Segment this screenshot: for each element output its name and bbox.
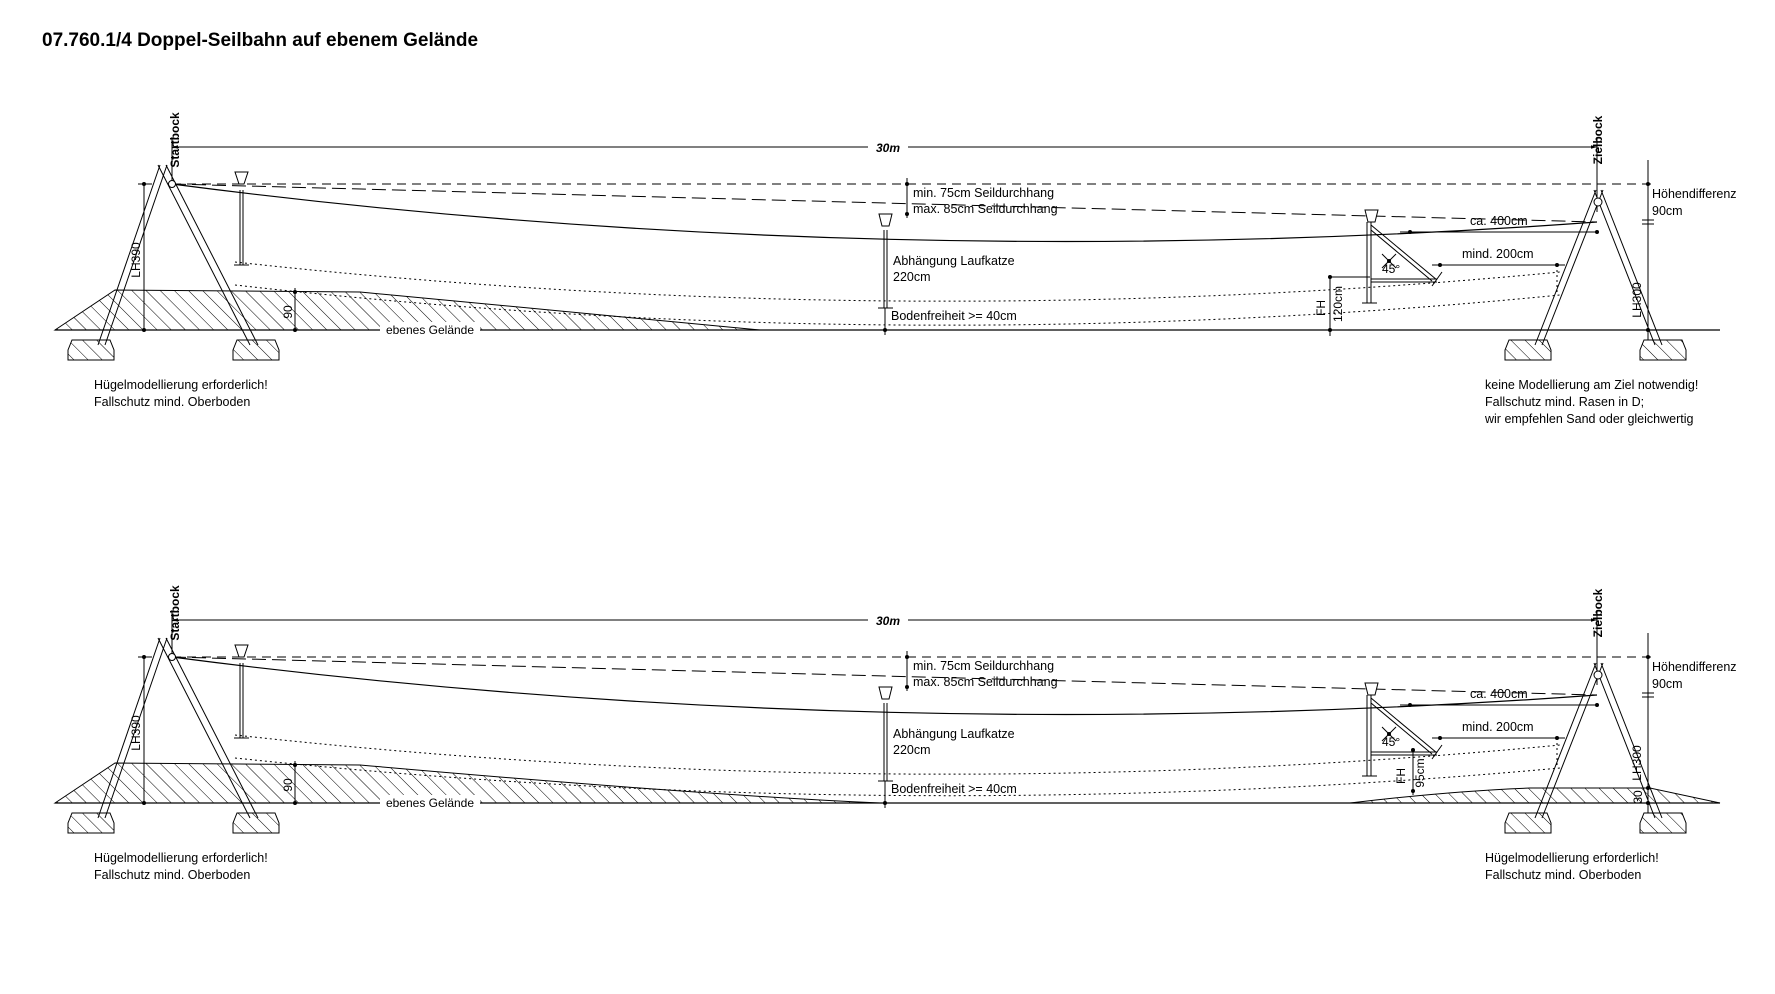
start-frame [67,164,280,361]
end-hill [1349,787,1721,804]
hill-height-label: 90 [281,305,295,319]
approx-label: ca. 400cm [1470,687,1528,701]
lh-start-label: LH390 [129,715,143,751]
note-left-2: Fallschutz mind. Oberboden [94,868,250,882]
fh-label: FH [1314,300,1328,316]
lh-end-label: LH300 [1630,282,1644,318]
start-frame [67,637,280,834]
lh-end-label: LH300 [1630,745,1644,781]
chord-dashed-line [171,183,1598,223]
hanger-label-line2: 220cm [893,743,931,757]
end-hill-height-label: 30 [1631,790,1645,804]
end-frame [1504,662,1687,834]
chord-dashed-line [171,656,1598,696]
start-hill [53,762,881,804]
diagram-panel-top: Startbock Zielbock 30m ebenes Gelände LH… [0,60,1775,500]
height-diff-line2: 90cm [1652,204,1683,218]
end-label: Zielbock [1591,115,1605,164]
note-right-2: Fallschutz mind. Oberboden [1485,868,1641,882]
main-cable [171,183,1598,243]
brake-unit [1362,209,1443,304]
hill-height-label: 90 [281,778,295,792]
sag-min-label: min. 75cm Seildurchhang [913,659,1054,673]
sag-max-label: max. 85cm Seildurchhang [913,202,1058,216]
passenger-path-lower [234,757,1561,797]
note-left-1: Hügelmodellierung erforderlich! [94,378,268,392]
height-diff-line1: Höhendifferenz [1652,660,1737,674]
ground-label: ebenes Gelände [386,323,474,337]
note-right-1: Hügelmodellierung erforderlich! [1485,851,1659,865]
hanger-label-line2: 220cm [893,270,931,284]
angle-label: 45° [1382,735,1400,749]
angle-label: 45° [1382,262,1400,276]
note-right-1: keine Modellierung am Ziel notwendig! [1485,378,1698,392]
note-right-3: wir empfehlen Sand oder gleichwertig [1484,412,1693,426]
fh-value-label: 120cm [1331,286,1345,322]
passenger-path-upper [234,734,1561,775]
hanger-label-line1: Abhängung Laufkatze [893,727,1015,741]
min-dist-label: mind. 200cm [1462,247,1534,261]
passenger-path-upper [234,261,1561,302]
note-left-1: Hügelmodellierung erforderlich! [94,851,268,865]
span-label: 30m [876,614,900,628]
middle-hanger [878,686,893,808]
main-cable [171,656,1598,716]
ground-label: ebenes Gelände [386,796,474,810]
cableway-drawing-bottom: Startbock Zielbock 30m ebenes Gelände LH… [53,585,1737,882]
end-frame [1504,189,1687,361]
sag-min-label: min. 75cm Seildurchhang [913,186,1054,200]
middle-hanger [878,213,893,335]
note-left-2: Fallschutz mind. Oberboden [94,395,250,409]
page-title: 07.760.1/4 Doppel-Seilbahn auf ebenem Ge… [42,30,479,51]
passenger-path-lower [234,284,1561,326]
height-diff-line2: 90cm [1652,677,1683,691]
clearance-label: Bodenfreiheit >= 40cm [891,309,1017,323]
start-hanger [234,171,249,266]
start-label: Startbock [168,585,182,641]
brake-unit [1362,682,1443,777]
height-diff-line1: Höhendifferenz [1652,187,1737,201]
span-label: 30m [876,141,900,155]
note-right-2: Fallschutz mind. Rasen in D; [1485,395,1644,409]
start-label: Startbock [168,112,182,168]
lh-start-label: LH390 [129,242,143,278]
diagram-panel-bottom: Startbock Zielbock 30m ebenes Gelände LH… [0,533,1775,973]
hanger-label-line1: Abhängung Laufkatze [893,254,1015,268]
start-hanger [234,644,249,739]
fh-label: FH [1394,768,1408,784]
sag-max-label: max. 85cm Seildurchhang [913,675,1058,689]
approx-label: ca. 400cm [1470,214,1528,228]
clearance-label: Bodenfreiheit >= 40cm [891,782,1017,796]
fh-value-label: 95cm [1413,758,1427,787]
cableway-drawing-top: Startbock Zielbock 30m ebenes Gelände LH… [53,112,1737,426]
end-label: Zielbock [1591,588,1605,637]
min-dist-label: mind. 200cm [1462,720,1534,734]
